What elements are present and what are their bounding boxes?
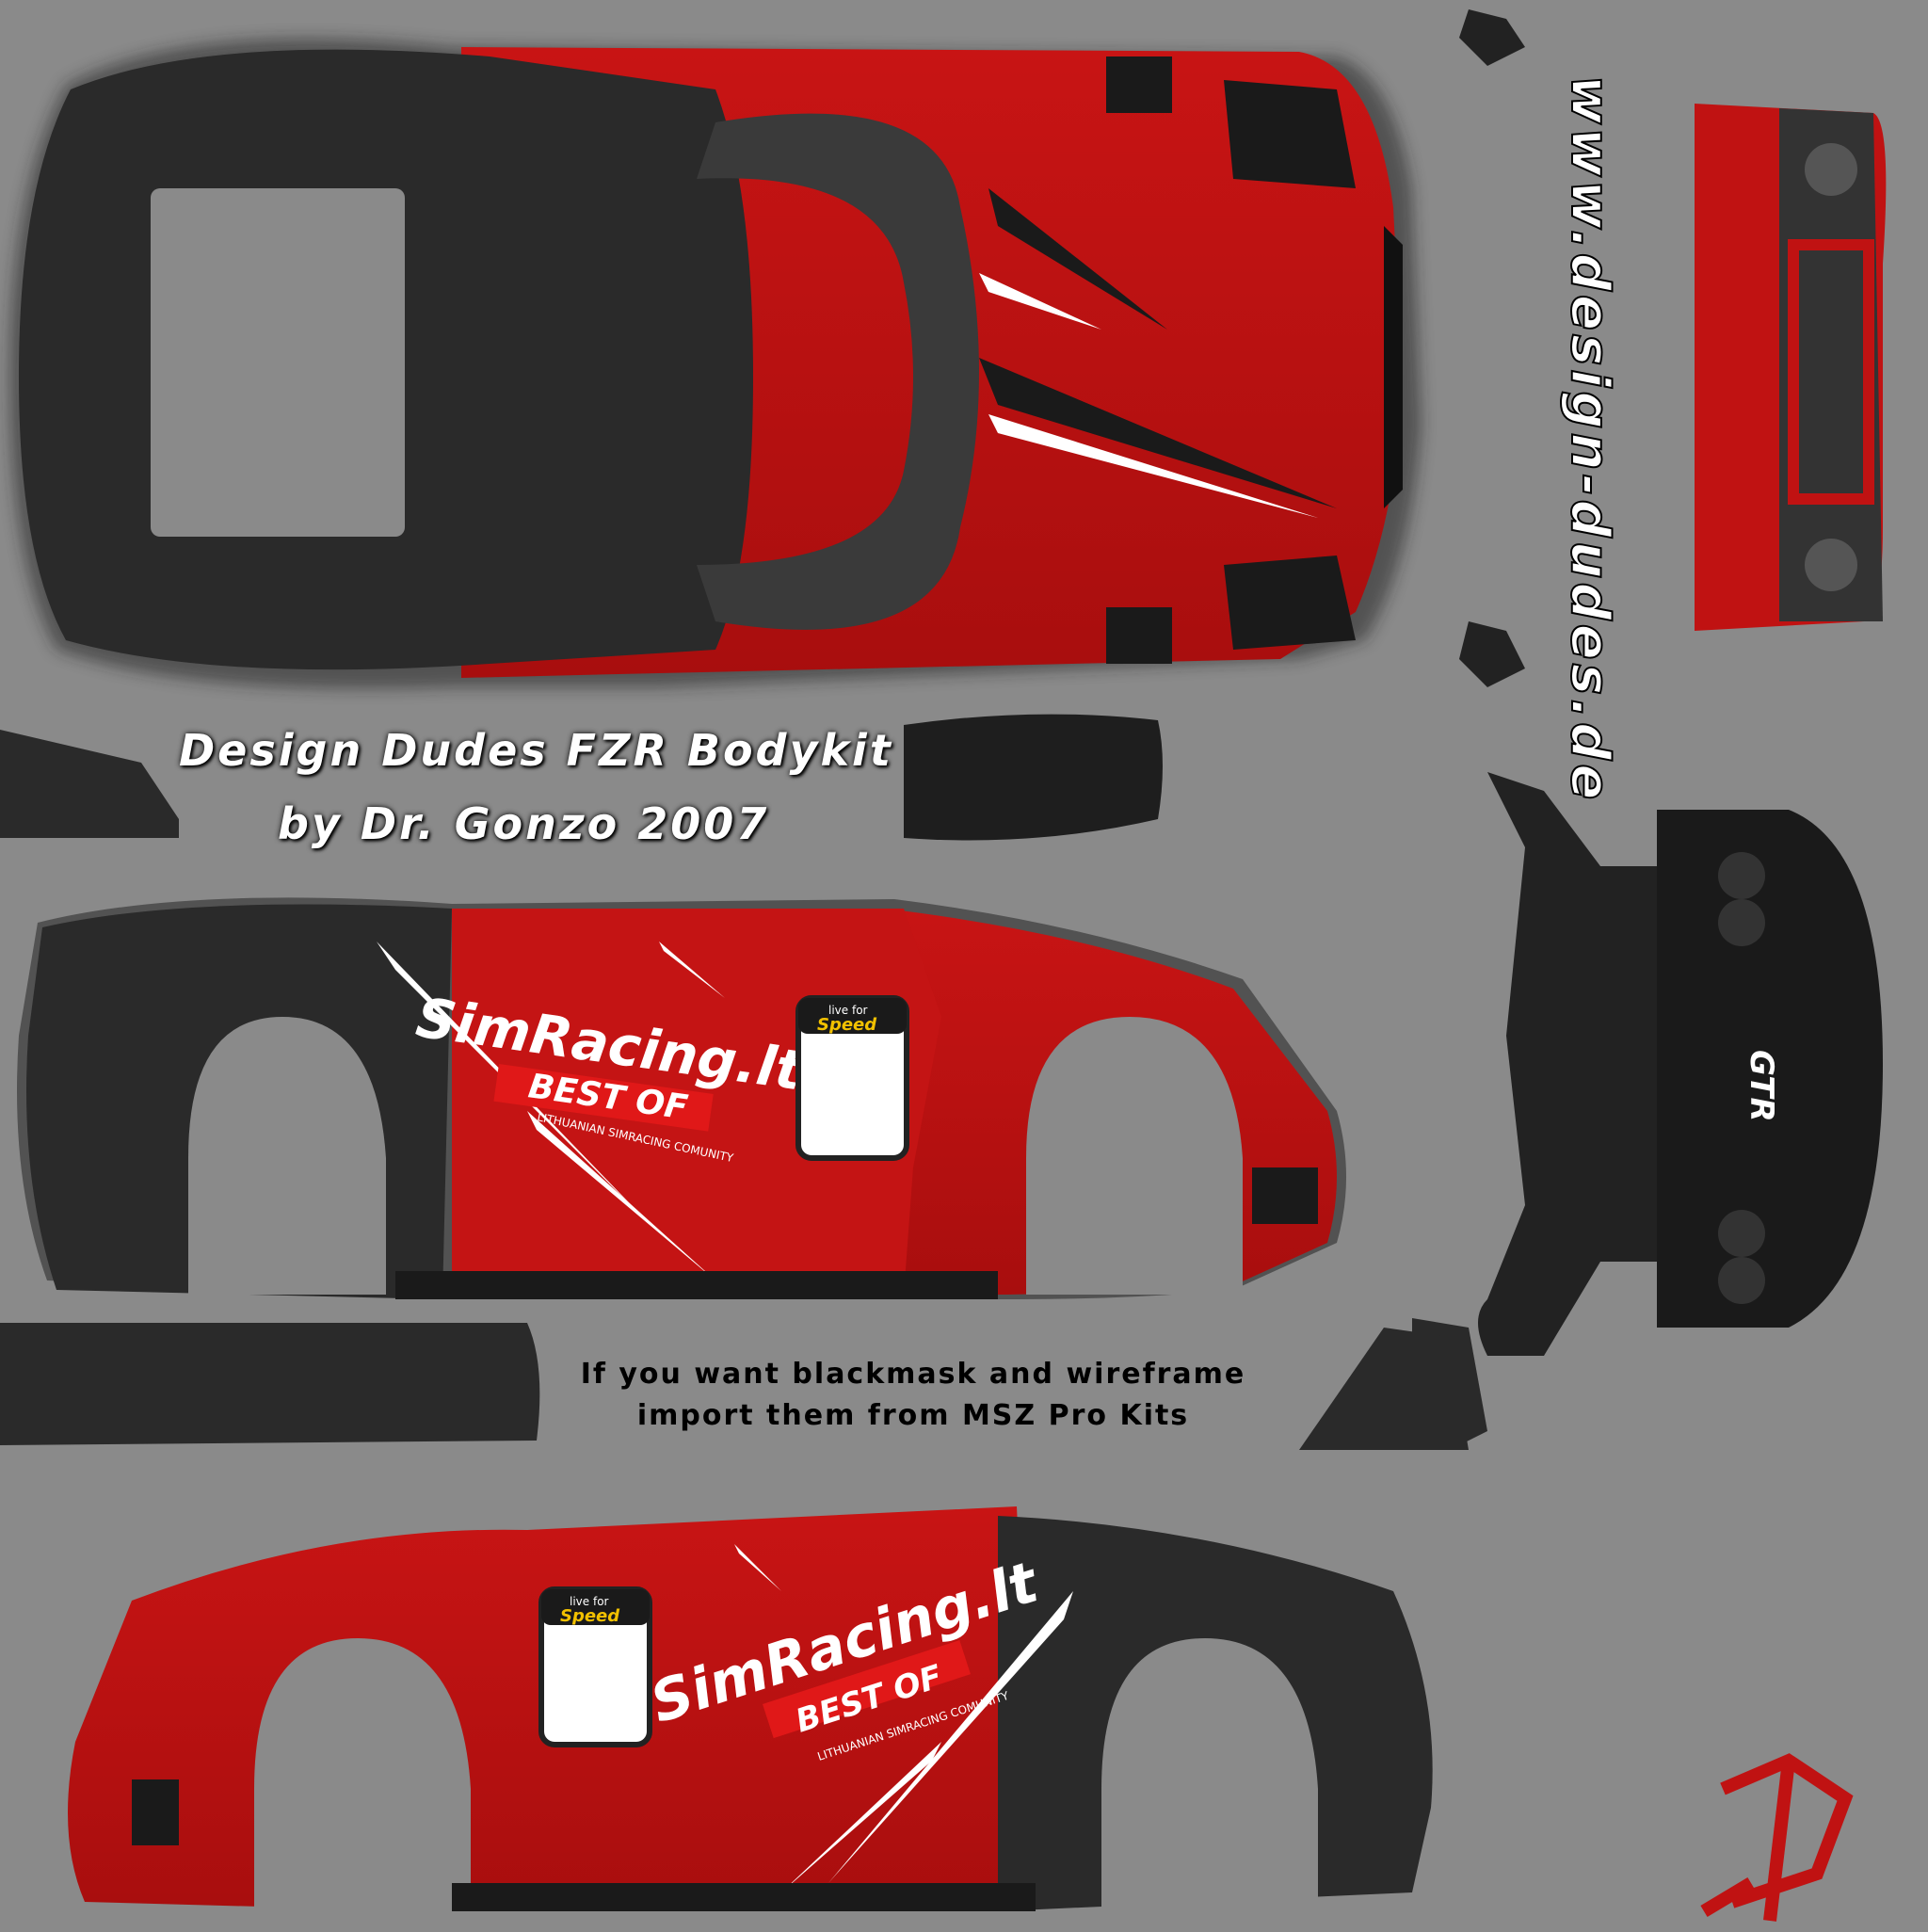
note-line-2: import them from MSZ Pro Kits: [636, 1399, 1190, 1432]
wheel-arch-front: [254, 1638, 471, 1921]
sponsor-tag-bar: [493, 1064, 714, 1132]
wheel-arch-rear: [188, 1017, 386, 1295]
badge-bottom: Speed: [560, 1606, 620, 1626]
badge-top: live for: [828, 1004, 868, 1017]
side-panel-left: SimRacing.lt BEST OF LITHUANIAN SIMRACIN…: [17, 897, 1346, 1299]
side-panel-right: SimRacing.lt BEST OF LITHUANIAN SIMRACIN…: [68, 1506, 1433, 1921]
hood-stripe: [988, 188, 1167, 330]
side-sill: [452, 1883, 1036, 1911]
small-panel: [1459, 9, 1525, 66]
wheel-arch-rear: [1101, 1638, 1318, 1921]
wing-blade: [904, 714, 1163, 841]
hood-stripe: [979, 358, 1337, 508]
rear-bumper-panel: [1695, 104, 1887, 631]
kit-title: Design Dudes FZR Bodykit: [179, 725, 893, 776]
note-line-1: If you want blackmask and wireframe: [580, 1358, 1246, 1391]
badge-bottom: Speed: [817, 1015, 877, 1035]
small-panel: [1459, 621, 1525, 687]
website-text: www.design-dudes.de: [1559, 75, 1620, 803]
front-grille: [1384, 226, 1403, 508]
kit-author: by Dr. Gonzo 2007: [278, 798, 770, 849]
sponsor-tag-bar: [762, 1640, 971, 1739]
side-skirt: [0, 1323, 540, 1445]
wheel-arch-front: [1026, 1017, 1243, 1295]
wing-end-plate: [0, 730, 179, 838]
side-sill: [395, 1271, 998, 1299]
rear-wing-panel: GTR: [1412, 772, 1883, 1450]
gtr-badge: GTR: [1743, 1050, 1780, 1122]
badge-top: live for: [570, 1595, 609, 1608]
rear-window: [151, 188, 405, 537]
small-carbon-panel: [1299, 1328, 1469, 1450]
fz-logo-mark: [1700, 1753, 1854, 1922]
windshield: [697, 113, 979, 630]
hood-vents: [1106, 56, 1356, 664]
top-view-panel: [9, 39, 1422, 689]
